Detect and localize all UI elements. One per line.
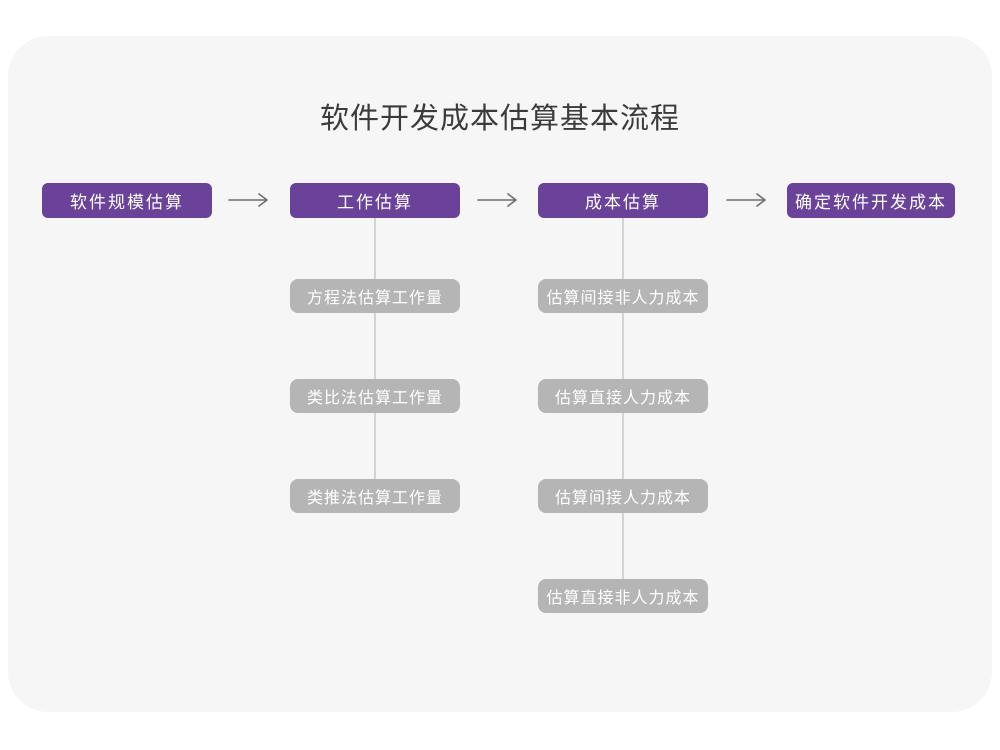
substep-box-analogy-method: 类比法估算工作量	[290, 379, 460, 413]
right-arrow-icon	[228, 193, 268, 207]
diagram-card	[8, 36, 992, 712]
substep-label: 估算直接人力成本	[554, 390, 691, 407]
stage-label: 确定软件开发成本	[795, 193, 947, 212]
substep-box-extrapolation-method: 类推法估算工作量	[290, 479, 460, 513]
diagram-title: 软件开发成本估算基本流程	[319, 103, 680, 135]
stage-box-software-scale-estimation: 软件规模估算	[42, 183, 212, 218]
substep-label: 类比法估算工作量	[306, 390, 443, 407]
connector-line-work-estimation	[374, 218, 376, 495]
right-arrow-icon	[726, 193, 766, 207]
substep-label: 方程法估算工作量	[306, 290, 443, 307]
substep-box-indirect-nonlabor-cost: 估算间接非人力成本	[538, 279, 708, 313]
stage-box-determine-development-cost: 确定软件开发成本	[787, 183, 955, 218]
right-arrow-icon	[477, 193, 517, 207]
substep-label: 估算间接非人力成本	[546, 290, 700, 307]
substep-box-direct-labor-cost: 估算直接人力成本	[538, 379, 708, 413]
substep-label: 估算直接非人力成本	[546, 590, 700, 607]
stage-label: 成本估算	[585, 193, 661, 212]
substep-box-equation-method: 方程法估算工作量	[290, 279, 460, 313]
stage-box-cost-estimation: 成本估算	[538, 183, 708, 218]
substep-label: 估算间接人力成本	[554, 490, 691, 507]
stage-label: 工作估算	[337, 193, 413, 212]
substep-box-indirect-labor-cost: 估算间接人力成本	[538, 479, 708, 513]
stage-label: 软件规模估算	[70, 193, 184, 212]
substep-box-direct-nonlabor-cost: 估算直接非人力成本	[538, 579, 708, 613]
stage-box-work-estimation: 工作估算	[290, 183, 460, 218]
substep-label: 类推法估算工作量	[306, 490, 443, 507]
